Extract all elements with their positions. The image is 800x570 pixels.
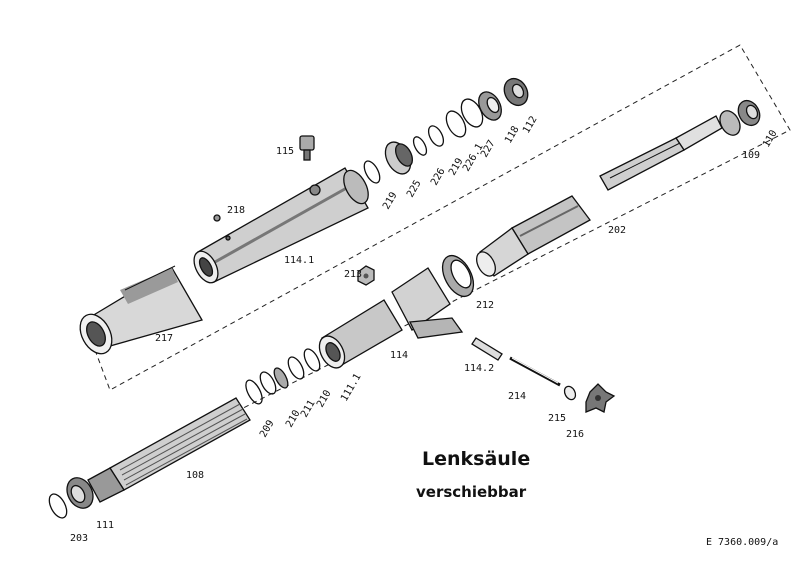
label-210b: 210 xyxy=(315,388,334,409)
label-114-1: 114.1 xyxy=(284,255,314,266)
label-226-1: 226.1 xyxy=(461,142,486,174)
label-114: 114 xyxy=(390,350,408,361)
label-225: 225 xyxy=(405,178,424,199)
set-screw-218 xyxy=(213,214,221,222)
bearing-225 xyxy=(384,141,414,175)
label-209: 209 xyxy=(258,418,277,439)
label-218: 218 xyxy=(227,205,245,216)
label-112: 112 xyxy=(521,114,540,135)
shaft-202 xyxy=(476,115,723,277)
label-217: 217 xyxy=(155,333,173,344)
grease-nipple-115 xyxy=(299,135,315,161)
assembly-guide-line xyxy=(94,44,791,431)
label-214: 214 xyxy=(508,391,526,402)
label-108: 108 xyxy=(186,470,204,481)
nut-213 xyxy=(357,265,375,286)
jacket-tube-114-1 xyxy=(193,167,369,284)
label-212: 212 xyxy=(476,300,494,311)
label-109: 109 xyxy=(742,150,760,161)
label-115: 115 xyxy=(276,146,294,157)
ring-212 xyxy=(441,254,475,298)
circlip-203 xyxy=(48,493,68,519)
label-219a: 219 xyxy=(381,190,400,211)
ring-219 xyxy=(363,160,381,184)
label-227: 227 xyxy=(479,138,498,159)
star-knob-216 xyxy=(585,383,616,413)
ring-stack-upper xyxy=(412,77,529,156)
label-215: 215 xyxy=(548,413,566,424)
label-213: 213 xyxy=(344,269,362,280)
label-202: 202 xyxy=(608,225,626,236)
label-216: 216 xyxy=(566,429,584,440)
drawing-number: E 7360.009/a xyxy=(706,537,778,548)
diagram-subtitle: verschiebbar xyxy=(416,483,527,501)
label-111-1: 111.1 xyxy=(339,372,364,404)
bolt-214 xyxy=(509,356,561,387)
label-118: 118 xyxy=(503,124,522,145)
bearing-110 xyxy=(737,99,761,127)
washer-215 xyxy=(563,385,577,401)
label-203: 203 xyxy=(70,533,88,544)
housing-114 xyxy=(318,267,464,369)
ring-stack-lower xyxy=(245,348,321,405)
label-211: 211 xyxy=(299,398,318,419)
label-226: 226 xyxy=(429,166,448,187)
label-111: 111 xyxy=(96,520,114,531)
joint-111 xyxy=(66,477,94,509)
label-110: 110 xyxy=(761,128,780,149)
pin-114-2 xyxy=(471,337,503,361)
label-114-2: 114.2 xyxy=(464,363,494,374)
outer-tube-217 xyxy=(79,265,203,355)
shaft-108 xyxy=(87,397,251,503)
diagram-title: Lenksäule xyxy=(422,448,530,470)
